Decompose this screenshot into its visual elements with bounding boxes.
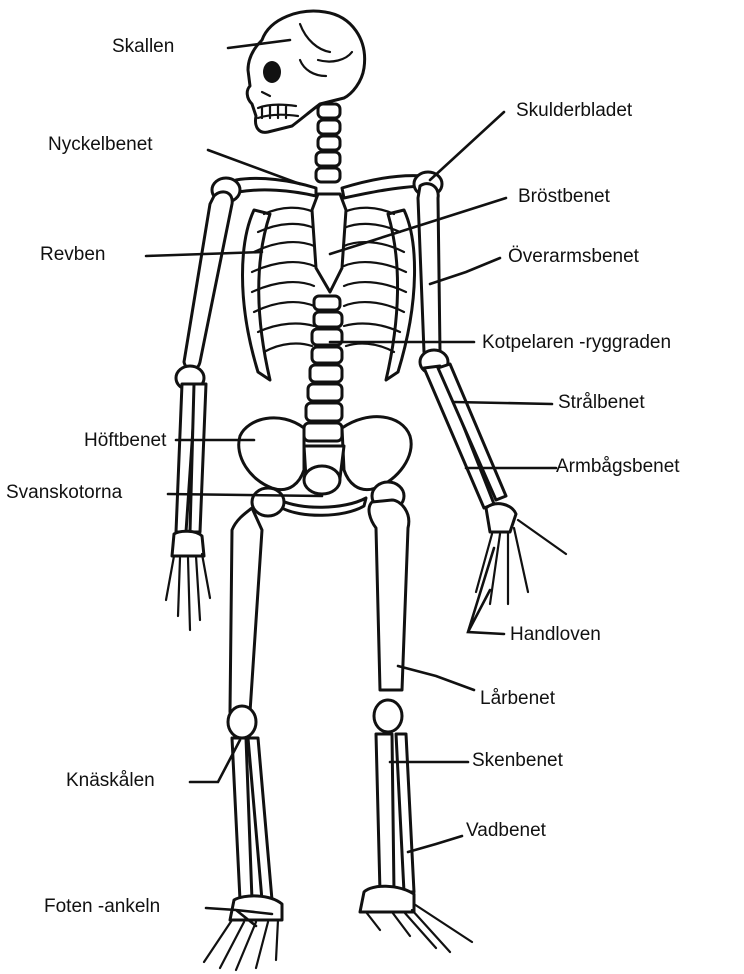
label-stralbenet: Strålbenet: [558, 392, 645, 414]
label-hoftbenet: Höftbenet: [84, 430, 166, 452]
label-vadbenet: Vadbenet: [466, 820, 546, 842]
leader-vadbenet: [408, 836, 462, 852]
label-knaskalen: Knäskålen: [66, 770, 155, 792]
label-revben: Revben: [40, 244, 106, 266]
label-armbagsbenet: Armbågsbenet: [556, 456, 680, 478]
skull: [247, 11, 364, 132]
label-skulderbladet: Skulderbladet: [516, 100, 632, 122]
leader-overarmsbenet: [430, 258, 500, 284]
label-skallen: Skallen: [112, 36, 174, 58]
label-skenbenet: Skenbenet: [472, 750, 563, 772]
leader-handloven: [468, 548, 504, 634]
label-brostbenet: Bröstbenet: [518, 186, 610, 208]
left-leg: [204, 488, 284, 970]
leader-stralbenet: [454, 402, 552, 404]
label-larbenet: Lårbenet: [480, 688, 555, 710]
label-handloven: Handloven: [510, 624, 601, 646]
label-overarmsbenet: Överarmsbenet: [508, 246, 639, 268]
label-svanskotorna: Svanskotorna: [6, 482, 122, 504]
leader-larbenet: [398, 666, 474, 690]
label-foten: Foten -ankeln: [44, 896, 160, 918]
right-leg: [360, 482, 472, 952]
leader-skulderbladet: [430, 112, 504, 180]
label-kotpelaren: Kotpelaren -ryggraden: [482, 332, 671, 354]
left-arm: [166, 192, 232, 630]
label-nyckelbenet: Nyckelbenet: [48, 134, 153, 156]
